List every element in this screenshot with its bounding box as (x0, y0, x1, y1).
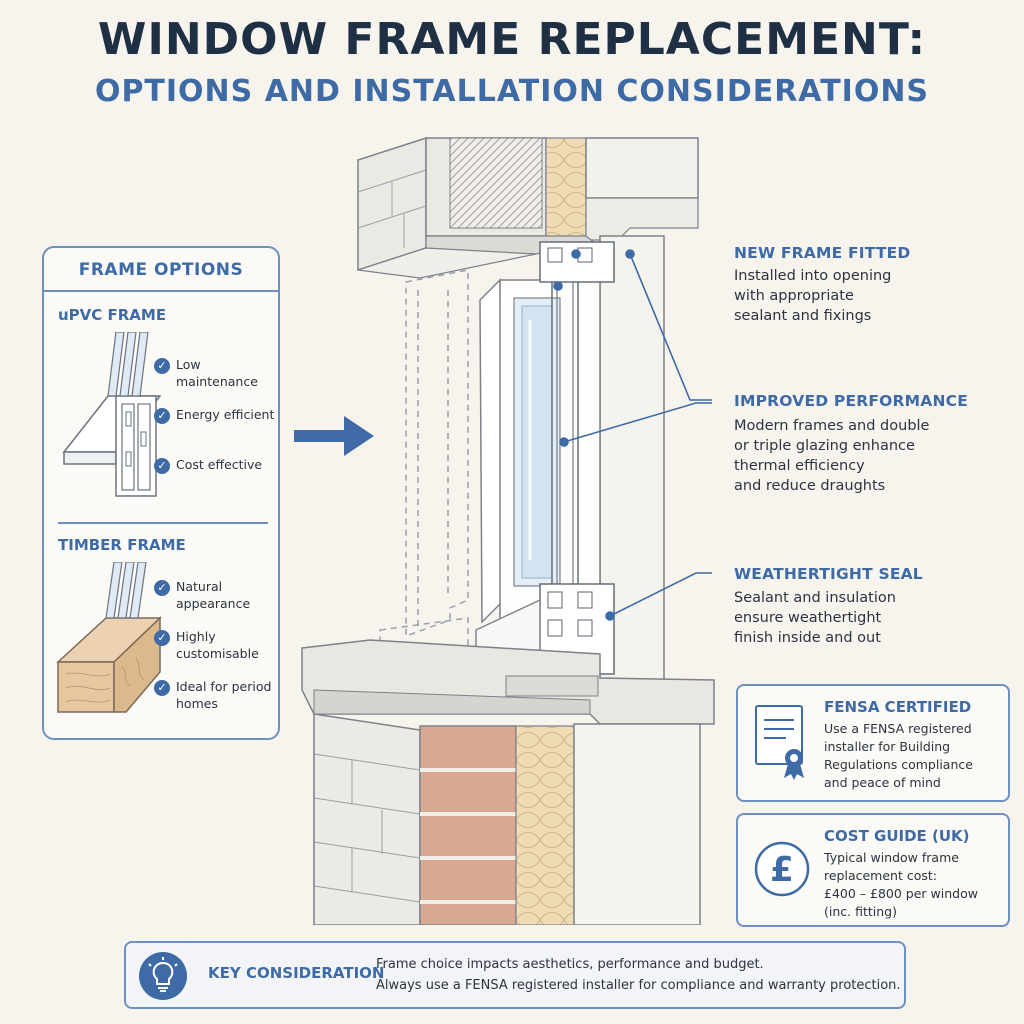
upvc-bullet-cost-effective: ✓ Cost effective (154, 456, 280, 474)
check-icon: ✓ (154, 358, 170, 374)
timber-bullet-period-homes: ✓ Ideal for period homes (154, 678, 280, 712)
pound-icon: £ (754, 841, 810, 897)
window-sill (301, 639, 715, 725)
upvc-bullet-low-maintenance: ✓ Low maintenance (154, 356, 280, 390)
callout-seal-body: Sealant and insulation ensure weathertig… (734, 590, 896, 646)
check-icon: ✓ (154, 408, 170, 424)
wall-cross-section (301, 136, 715, 925)
lightbulb-icon (139, 952, 187, 1000)
page-title: WINDOW FRAME REPLACEMENT: (97, 14, 927, 65)
callout-performance-body: Modern frames and double or triple glazi… (734, 418, 930, 494)
check-icon: ✓ (154, 580, 170, 596)
check-icon: ✓ (154, 458, 170, 474)
section-divider (58, 522, 268, 524)
callout-new-frame-body: Installed into opening with appropriate … (734, 268, 892, 324)
timber-bullet-natural-appearance: ✓ Natural appearance (154, 578, 280, 612)
key-consideration-title: KEY CONSIDERATION (208, 964, 385, 982)
fensa-title: FENSA CERTIFIED (824, 698, 972, 716)
check-icon: ✓ (154, 680, 170, 696)
callout-leaders (553, 249, 712, 621)
timber-frame-title: TIMBER FRAME (58, 536, 186, 554)
old-frame-outline (379, 269, 469, 657)
fensa-body: Use a FENSA registered installer for Bui… (824, 721, 973, 790)
page-subtitle: OPTIONS AND INSTALLATION CONSIDERATIONS (94, 74, 930, 109)
callout-performance-title: IMPROVED PERFORMANCE (734, 392, 969, 410)
new-window-frame (475, 241, 615, 675)
svg-text:£: £ (770, 850, 794, 890)
callout-new-frame-title: NEW FRAME FITTED (734, 244, 911, 262)
certificate-icon (755, 705, 804, 780)
check-icon: ✓ (154, 630, 170, 646)
upvc-frame-illustration (62, 332, 162, 497)
fensa-certified-box: FENSA CERTIFIED Use a FENSA registered i… (736, 684, 1010, 802)
head-lintel (357, 136, 699, 279)
panel-divider (44, 290, 278, 292)
timber-frame-illustration (56, 562, 162, 713)
frame-options-title: FRAME OPTIONS (78, 260, 244, 280)
brick-wall (313, 713, 701, 925)
frame-options-panel: FRAME OPTIONS uPVC FRAME ✓ Low maintenan… (42, 246, 280, 740)
right-arrow-icon (294, 416, 374, 456)
cost-guide-box: £ COST GUIDE (UK) Typical window frame r… (736, 813, 1010, 927)
cost-title: COST GUIDE (UK) (824, 827, 970, 845)
key-consideration-box: KEY CONSIDERATION Frame choice impacts a… (124, 941, 906, 1009)
callout-seal-title: WEATHERTIGHT SEAL (734, 565, 923, 583)
upvc-frame-title: uPVC FRAME (58, 306, 167, 324)
timber-bullet-highly-customisable: ✓ Highly customisable (154, 628, 280, 662)
cost-body: Typical window frame replacement cost: £… (824, 850, 978, 919)
upvc-bullet-energy-efficient: ✓ Energy efficient (154, 406, 280, 424)
key-consideration-body: Frame choice impacts aesthetics, perform… (376, 957, 901, 993)
